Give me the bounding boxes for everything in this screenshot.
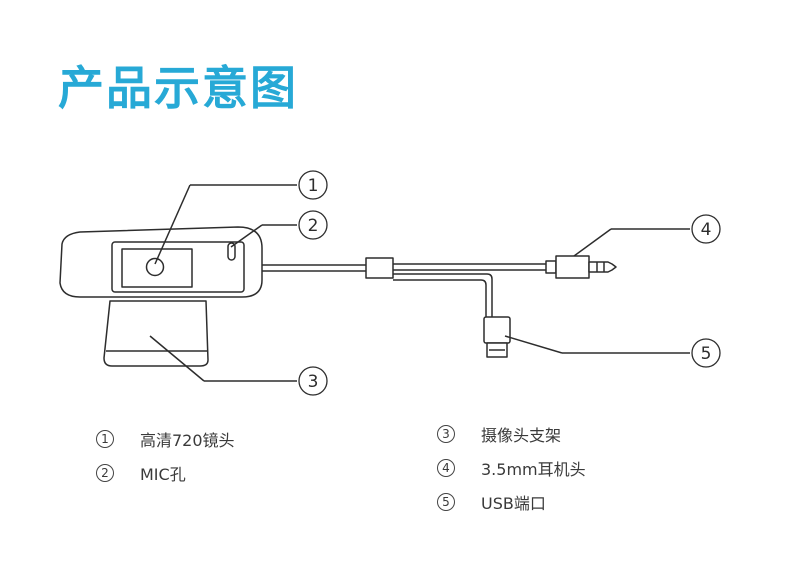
usb-plug-body <box>483 316 511 344</box>
legend-item: 2 MIC孔 <box>96 456 235 490</box>
legend-label: USB端口 <box>481 494 546 513</box>
cable-splitter <box>365 257 394 279</box>
legend-number: 5 <box>437 493 455 511</box>
callout-4-circle <box>691 214 721 244</box>
page-title: 产品示意图 <box>58 61 298 115</box>
legend-number: 2 <box>96 464 114 482</box>
legend-item: 3 摄像头支架 <box>437 417 586 451</box>
callout-4-label: 4 <box>701 220 712 240</box>
callout-5-label: 5 <box>701 344 712 364</box>
audio-plug-tip <box>588 261 617 273</box>
leader-5 <box>504 335 563 354</box>
legend-number: 3 <box>437 425 455 443</box>
leader-4 <box>573 228 612 257</box>
legend-right: 3 摄像头支架 4 3.5mm耳机头 5 USB端口 <box>437 417 586 519</box>
legend-item: 1 高清720镜头 <box>96 422 235 456</box>
camera-stand <box>103 300 209 367</box>
cable-usb-inner <box>393 279 487 317</box>
callout-3-circle <box>298 366 328 396</box>
callout-3-label: 3 <box>308 372 319 392</box>
legend-label: 3.5mm耳机头 <box>481 460 586 479</box>
cable-usb <box>393 273 493 317</box>
audio-plug-body <box>555 255 590 279</box>
legend-label: 高清720镜头 <box>140 431 235 450</box>
leader-1 <box>154 184 191 265</box>
legend-label: 摄像头支架 <box>481 426 562 445</box>
leader-2 <box>230 224 263 248</box>
legend-label: MIC孔 <box>140 465 186 484</box>
legend-item: 4 3.5mm耳机头 <box>437 451 586 485</box>
callout-5-circle <box>691 338 721 368</box>
legend-number: 1 <box>96 430 114 448</box>
callout-1-circle <box>298 170 328 200</box>
callout-2-label: 2 <box>308 216 319 236</box>
lens <box>145 257 165 277</box>
legend-number: 4 <box>437 459 455 477</box>
leader-3 <box>149 335 205 382</box>
legend-item: 5 USB端口 <box>437 485 586 519</box>
callout-1-label: 1 <box>308 176 319 196</box>
callout-2-circle <box>298 210 328 240</box>
legend-left: 1 高清720镜头 2 MIC孔 <box>96 422 235 490</box>
mic-hole <box>227 242 236 261</box>
audio-plug-collar <box>545 260 557 274</box>
